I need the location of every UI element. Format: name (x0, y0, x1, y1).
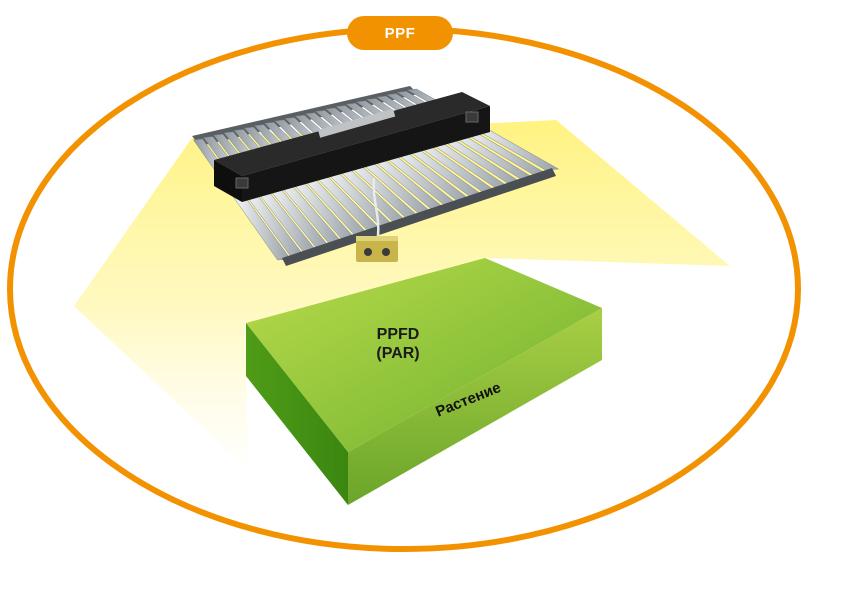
housing-label-plate (318, 108, 396, 138)
controller-cable (372, 177, 380, 237)
power-socket-right (465, 111, 479, 123)
ppfd-label-line1: PPFD (377, 326, 420, 343)
plant-box-side (348, 308, 602, 505)
driver-housing-front (242, 106, 490, 202)
controller-box-icon (356, 236, 398, 262)
ppf-badge: PPF (347, 16, 453, 50)
plant-box-top (246, 258, 602, 452)
led-grow-light-icon (192, 86, 560, 266)
plant-box-shade (246, 323, 348, 505)
driver-housing-top (214, 92, 490, 176)
driver-housing-end (214, 160, 242, 202)
ppfd-label-line2: (PAR) (376, 345, 419, 362)
power-socket-left (235, 177, 249, 189)
plant-box-front (246, 323, 348, 505)
